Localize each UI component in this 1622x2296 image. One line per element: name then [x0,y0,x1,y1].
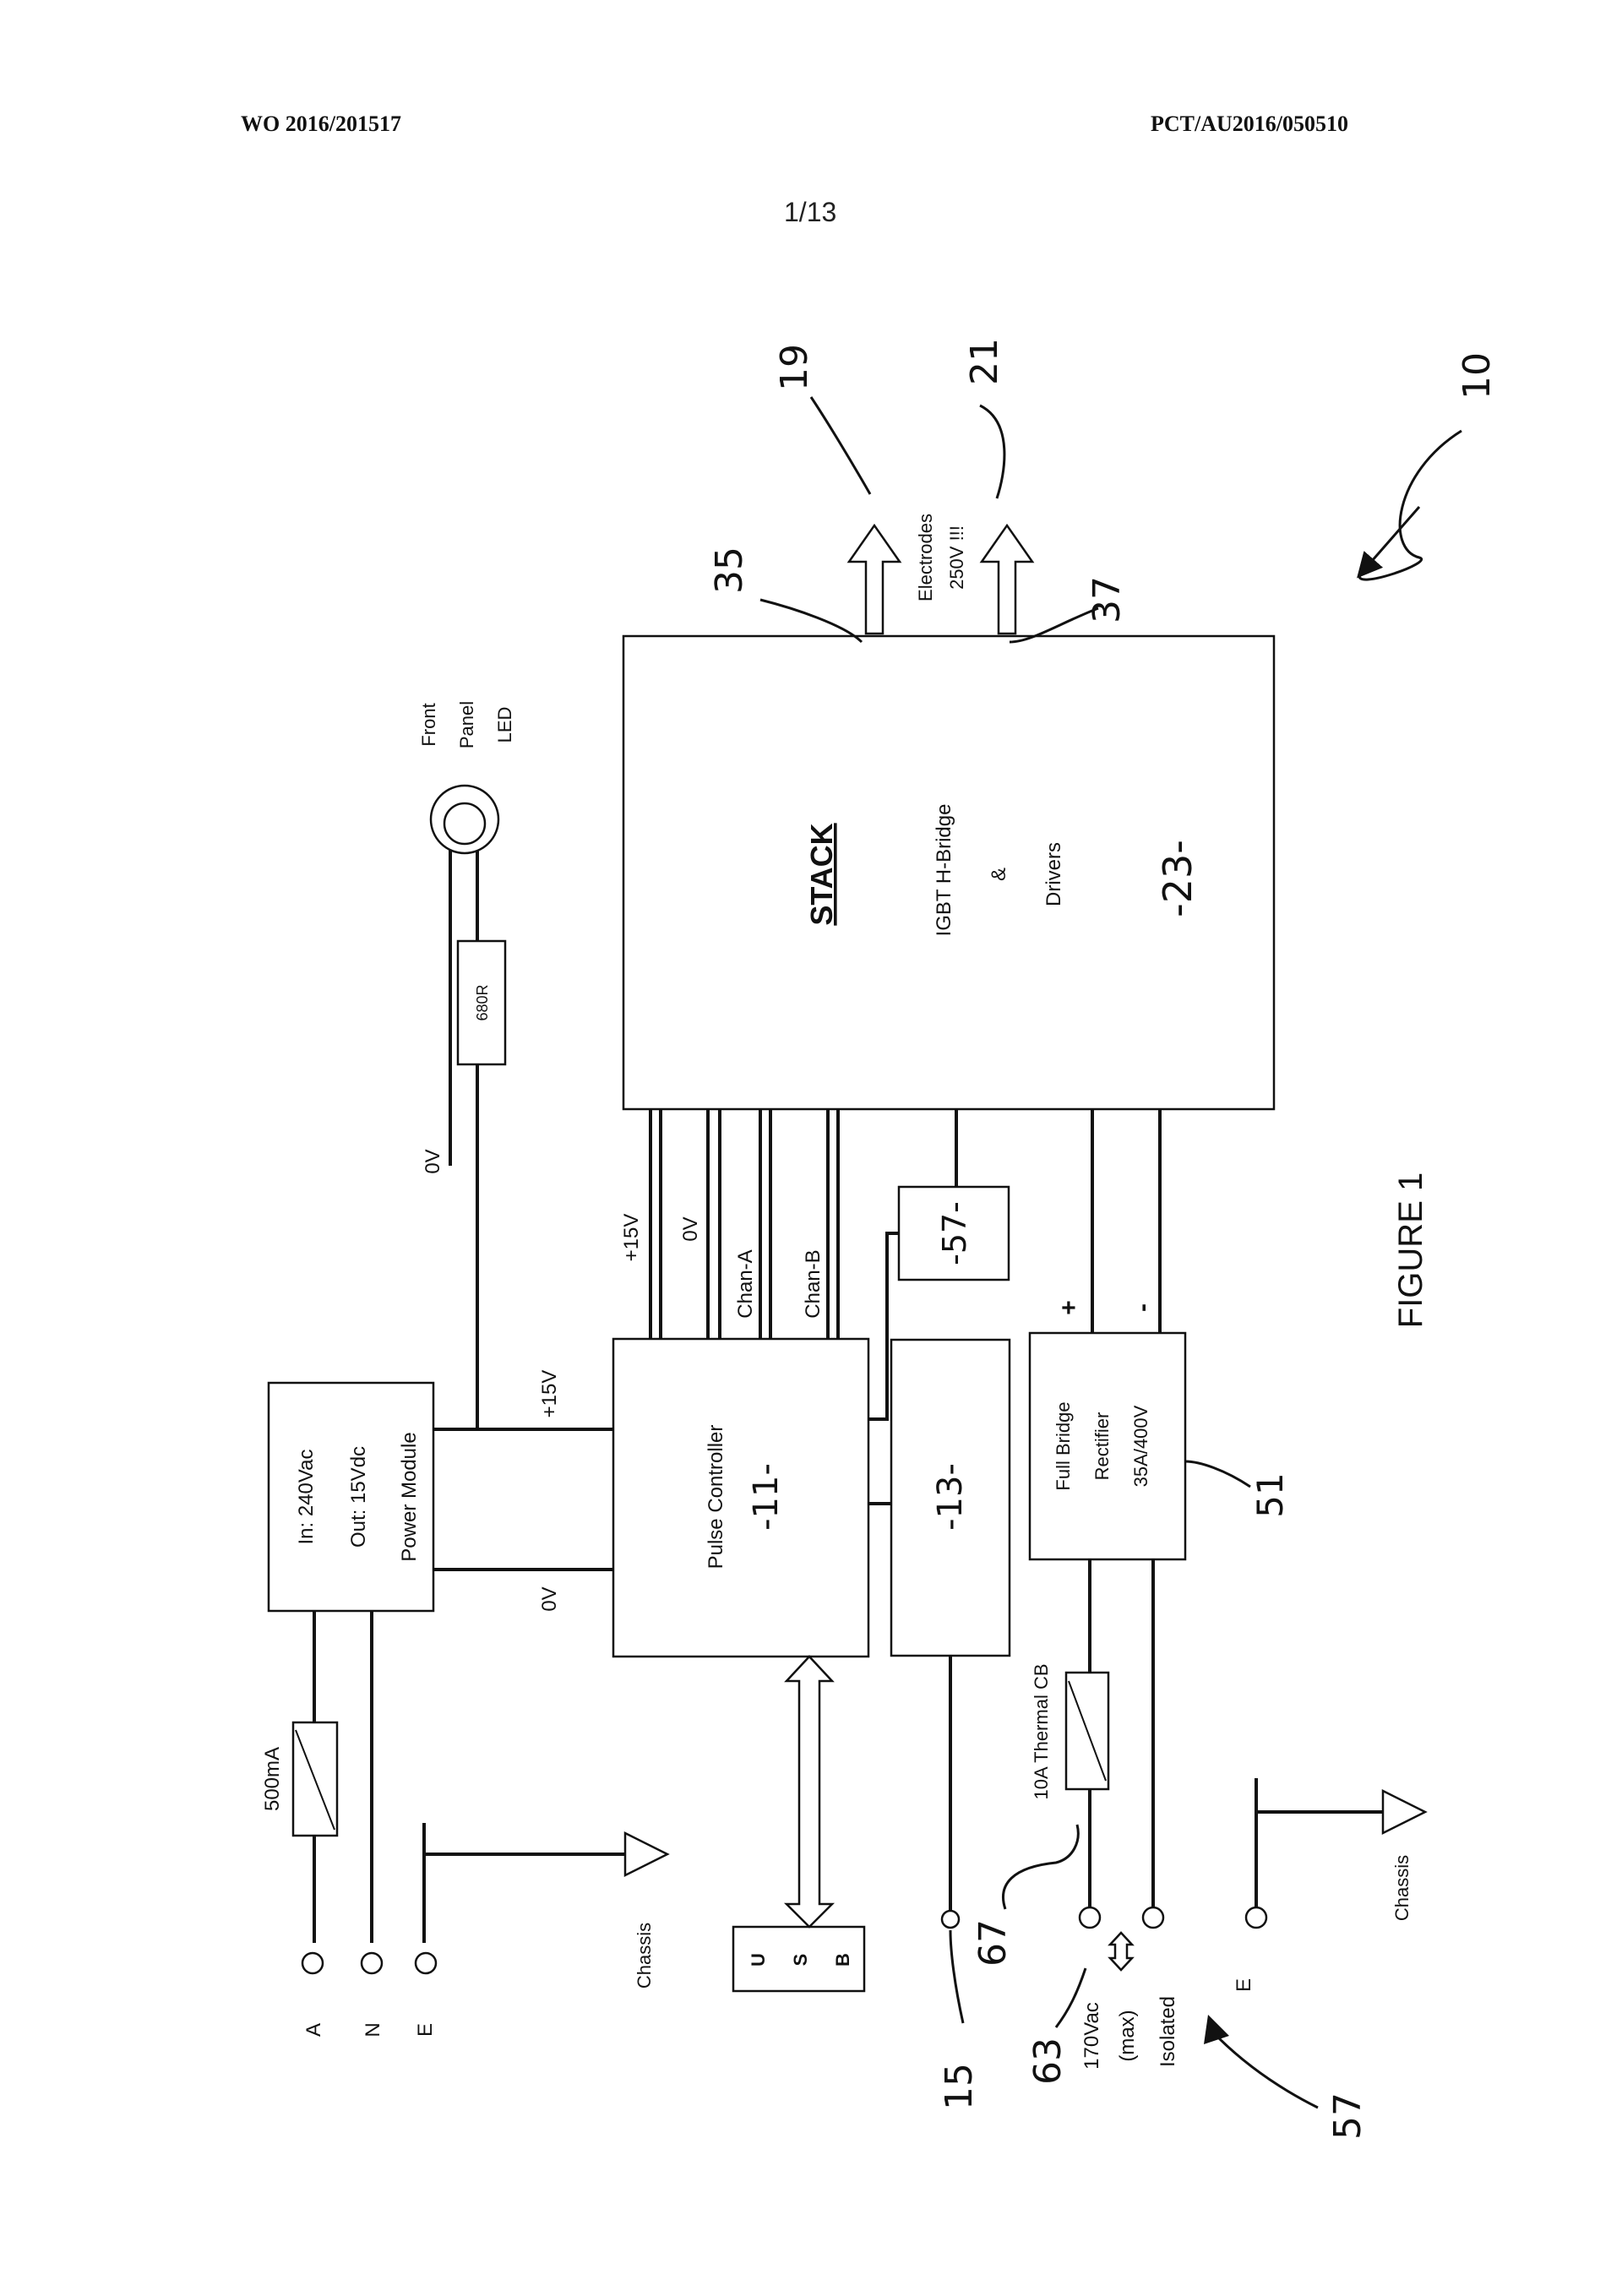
isolated-line2: (max) [1116,2010,1139,2061]
led-label-panel: Panel [456,701,477,748]
terminal-n-label: N [362,2022,384,2037]
terminal-ac-1[interactable] [1078,1906,1102,1929]
leader-35 [759,598,863,644]
leader-63 [1054,1967,1087,2028]
terminal-a-label: A [302,2023,325,2037]
pulse-controller-ref: -11- [747,1463,786,1531]
chan-b-label: Chan-B [802,1249,825,1318]
stack-title: STACK [804,823,839,925]
electrodes-label: Electrodes [915,514,936,601]
electrodes-voltage: 250V !!! [946,525,967,590]
leader-19 [809,396,872,495]
resistor-label: 680R [474,984,491,1020]
rectifier-ref: 51 [1249,1472,1291,1517]
power-module-line3: Power Module [398,1432,421,1561]
led-label-led: LED [494,707,515,743]
isolated-line3: Isolated [1157,1996,1179,2067]
led-0v-label: 0V [422,1149,444,1173]
block-57 [897,1185,1010,1281]
ref-35: 35 [708,547,751,594]
terminal-a[interactable] [301,1951,324,1975]
arrow-57 [1204,2015,1229,2044]
ref-21: 21 [963,338,1006,385]
block-57-ref: -57- [936,1201,973,1265]
terminal-e[interactable] [414,1951,438,1975]
terminal-e-2[interactable] [1244,1906,1268,1929]
pm-0v-label: 0V [538,1586,561,1611]
terminal-e-2-label: E [1233,1978,1255,1992]
ref-10: 10 [1456,352,1499,400]
thermal-cb-label: 10A Thermal CB [1031,1663,1052,1799]
isolated-line1: 170Vac [1080,2002,1103,2070]
isolation-arrow [1108,1931,1135,1972]
minus-label: - [1129,1303,1157,1312]
bus-0v-label: 0V [679,1216,702,1241]
bus-15v-label: +15V [620,1214,643,1262]
power-module-line1: In: 240Vac [295,1450,318,1545]
leader-67 [1002,1824,1080,1910]
ref-15: 15 [938,2063,981,2110]
led-inner [443,802,487,846]
usb-letter-s: S [790,1954,811,1967]
rectifier-line3: 35A/400V [1130,1405,1151,1487]
terminal-15[interactable] [940,1909,961,1929]
stack-line2: & [988,868,1010,881]
rectifier-line1: Full Bridge [1053,1401,1074,1490]
chassis-label-2: Chassis [1391,1855,1412,1921]
terminal-n[interactable] [360,1951,384,1975]
rectifier-block [1028,1331,1187,1561]
leader-37 [1009,607,1099,644]
ref-57: 57 [1326,2092,1369,2140]
wire-57-pulse [868,1232,899,1421]
figure-caption: FIGURE 1 [1392,1172,1429,1328]
chassis-ground-1 [623,1831,670,1878]
leader-21 [979,404,1006,499]
fuse-diagonal [295,1729,335,1831]
pm-15v-label: +15V [538,1370,561,1418]
terminal-e-label: E [414,2023,437,2037]
leader-51 [1184,1460,1251,1488]
resistor-680r [456,939,507,1066]
electrode-arrow-1 [846,523,902,635]
power-module-block [267,1381,435,1613]
ref-19: 19 [773,344,816,391]
plus-label: + [1055,1300,1083,1315]
chassis-label-1: Chassis [634,1923,655,1989]
pulse-controller-block [612,1337,870,1658]
chassis-ground-2 [1381,1788,1428,1836]
usb-letter-b: B [832,1953,853,1967]
stack-line3: Drivers [1042,842,1065,906]
ref-67: 67 [972,1919,1015,1967]
terminal-ac-2[interactable] [1141,1906,1165,1929]
fuse-label: 500mA [261,1747,284,1811]
stack-block [622,634,1276,1111]
stack-line1: IGBT H-Bridge [933,804,955,937]
sheet-number: 1/13 [784,197,837,227]
usb-double-arrow [783,1655,835,1929]
chan-a-label: Chan-A [734,1249,757,1318]
block-13-ref: -13- [931,1463,970,1531]
ref-37: 37 [1086,576,1129,623]
electrode-arrow-2 [979,523,1035,635]
application-number: PCT/AU2016/050510 [1151,112,1348,136]
usb-block [732,1925,866,1993]
rectifier-line2: Rectifier [1091,1412,1113,1481]
publication-number: WO 2016/201517 [241,112,401,136]
pulse-controller-label: Pulse Controller [705,1425,727,1570]
leader-15 [949,1929,965,2024]
usb-letter-u: U [748,1953,769,1967]
power-module-line2: Out: 15Vdc [347,1446,370,1548]
arrow-10 [1357,506,1421,579]
thermal-cb-diagonal [1068,1680,1107,1782]
stack-ref: -23- [1155,840,1200,917]
led-label-front: Front [418,703,439,746]
ref-63: 63 [1026,2038,1070,2085]
leader-57 [1215,2034,1319,2109]
